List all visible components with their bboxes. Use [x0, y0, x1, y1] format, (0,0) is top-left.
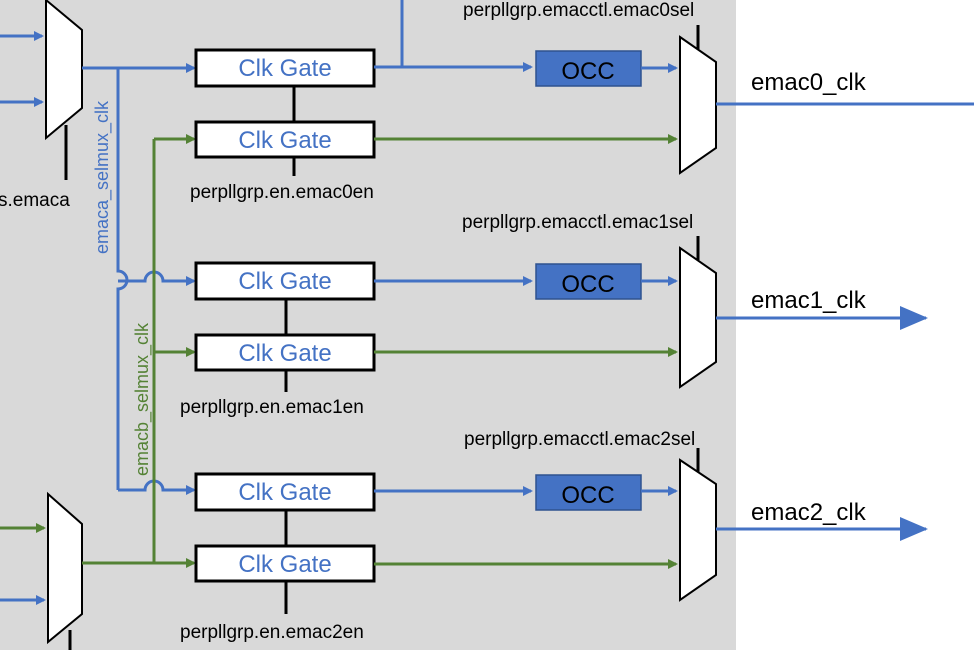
occ-emac0-label: OCC: [561, 58, 614, 85]
partial-label-emaca: s.emaca: [0, 190, 70, 211]
occ-emac2-label: OCC: [561, 482, 614, 509]
out-label-emac1: emac1_clk: [751, 287, 867, 314]
occ-emac2: [535, 474, 642, 511]
output-mux-emac1: [679, 246, 717, 389]
input-mux-a: [0, 0, 83, 180]
clk-gate-emac2-b-label: Clk Gate: [238, 551, 331, 578]
input-mux-b: [0, 491, 83, 650]
sel-label-emac0: perpllgrp.emacctl.emac0sel: [463, 0, 694, 21]
en-label-emac2: perpllgrp.en.emac2en: [180, 622, 364, 643]
bus-emacb-wires: [82, 134, 196, 568]
channel-emac2: Clk Gate Clk Gate OCC perpllgrp.emacctl.…: [180, 429, 928, 643]
clk-gate-emac2-a-label: Clk Gate: [238, 479, 331, 506]
panel-background: [0, 0, 736, 650]
clk-gate-emac1-b: [194, 333, 376, 372]
bus-label-emacb: emacb_selmux_clk: [132, 322, 153, 476]
occ-emac1: [535, 263, 642, 300]
output-mux-emac0: [679, 35, 717, 175]
sel-label-emac1: perpllgrp.emacctl.emac1sel: [462, 212, 693, 233]
output-mux-emac2: [679, 458, 717, 602]
occ-emac1-label: OCC: [561, 271, 614, 298]
sel-label-emac2: perpllgrp.emacctl.emac2sel: [464, 429, 695, 450]
out-label-emac2: emac2_clk: [751, 499, 867, 526]
channel-emac1: Clk Gate Clk Gate OCC perpllgrp.emacctl.…: [180, 212, 928, 418]
clk-gate-emac0-a: [194, 48, 376, 88]
clk-gate-emac0-b-label: Clk Gate: [238, 127, 331, 154]
en-label-emac1: perpllgrp.en.emac1en: [180, 397, 364, 418]
clk-gate-emac1-a: [194, 261, 376, 301]
out-label-emac0: emac0_clk: [751, 69, 867, 96]
clk-gate-emac0-a-label: Clk Gate: [238, 55, 331, 82]
en-label-emac0: perpllgrp.en.emac0en: [190, 182, 374, 203]
bus-label-emaca: emaca_selmux_clk: [92, 100, 113, 254]
clk-gate-emac1-b-label: Clk Gate: [238, 340, 331, 367]
channel-emac0: Clk Gate Clk Gate OCC perpllgrp.emacctl.…: [190, 0, 974, 203]
clk-gate-emac0-b: [194, 120, 376, 159]
clk-gate-emac2-a: [194, 472, 376, 512]
occ-emac0: [535, 50, 642, 87]
clk-gate-emac1-a-label: Clk Gate: [238, 268, 331, 295]
